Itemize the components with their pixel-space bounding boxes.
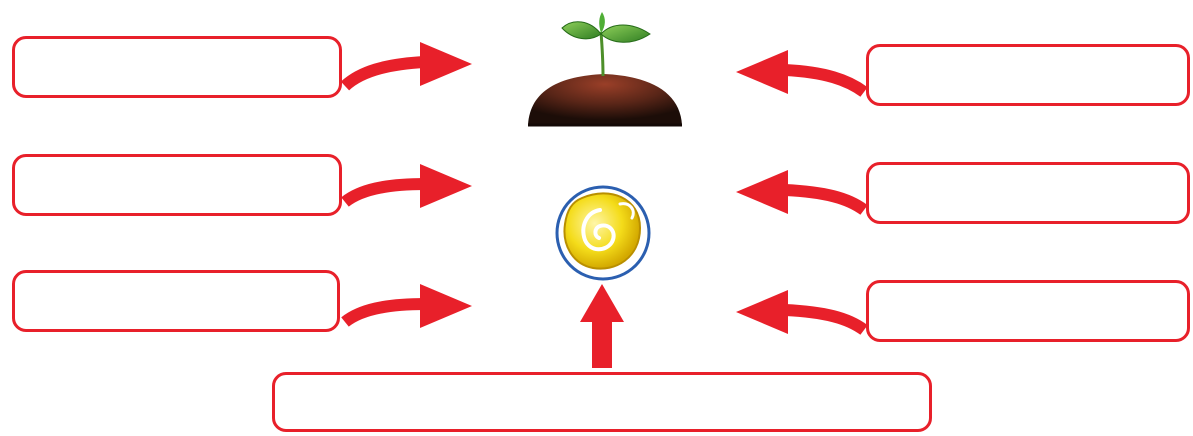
blank-box-right-middle[interactable] [866,162,1190,224]
arrow-bottom-up [580,284,624,368]
blank-box-left-top[interactable] [12,36,342,98]
arrow-left-bottom [345,284,472,328]
blank-box-left-bottom[interactable] [12,270,340,332]
blank-box-bottom[interactable] [272,372,932,432]
arrow-right-middle [736,170,864,214]
arrow-left-middle [345,164,472,208]
arrow-right-bottom [736,290,864,334]
arrow-right-top [736,50,864,94]
arrow-left-top [345,42,472,86]
blank-box-left-middle[interactable] [12,154,342,216]
seedling-icon [528,12,682,125]
blank-box-right-bottom[interactable] [866,280,1190,342]
seed-icon [557,187,649,279]
blank-box-right-top[interactable] [866,44,1190,106]
